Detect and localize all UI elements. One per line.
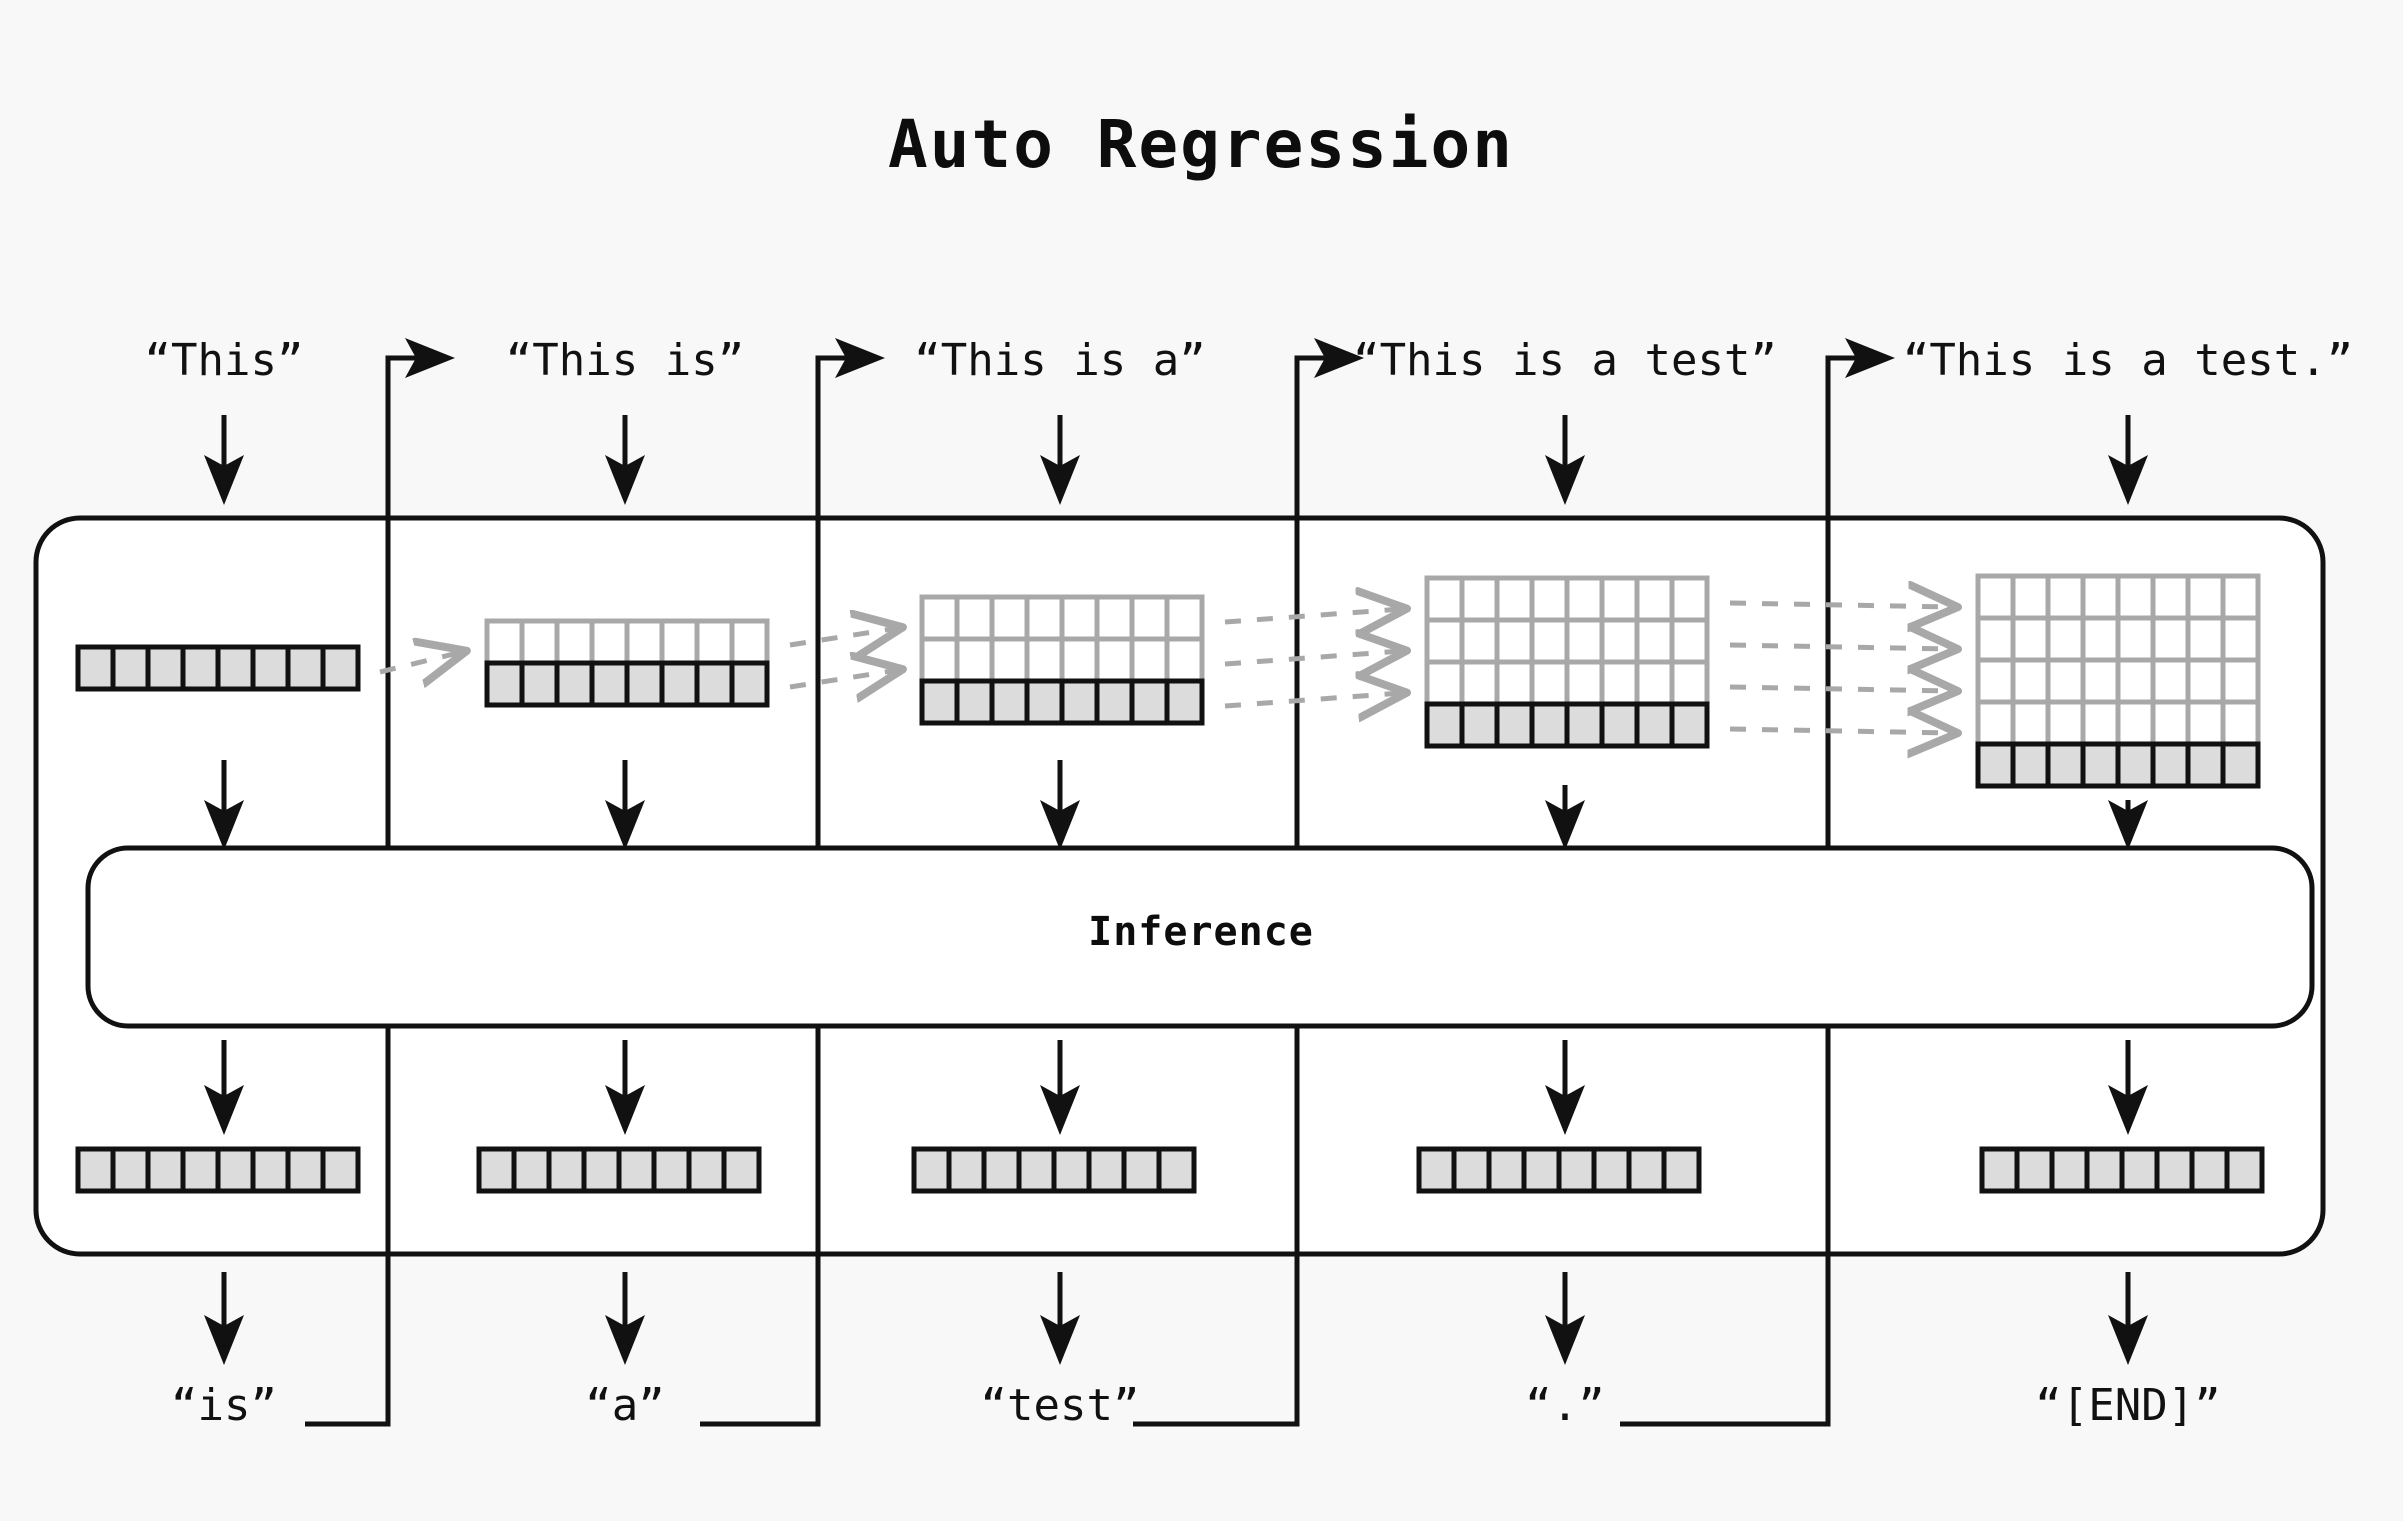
output-row-step-1 [75, 1146, 361, 1194]
carry-arrow-4-3 [1729, 687, 1953, 691]
kv-cache-carry-arrows [379, 603, 1953, 733]
carry-arrow-4-1 [1729, 603, 1953, 607]
from-inference-arrows [204, 1040, 2148, 1135]
column-separators [385, 518, 1831, 1254]
output-label-step-4: “.” [1525, 1380, 1604, 1431]
token-matrix-step-3 [919, 594, 1205, 726]
output-label-step-3: “test” [981, 1380, 1140, 1431]
output-label-step-1: “is” [171, 1380, 277, 1431]
token-matrix-step-1 [75, 644, 361, 692]
carry-arrow-4-4 [1729, 729, 1953, 733]
output-row-step-5 [1979, 1146, 2265, 1194]
input-label-step-4: “This is a test” [1353, 335, 1777, 386]
input-label-step-5: “This is a test.” [1903, 335, 2353, 386]
to-output-label-arrows [204, 1272, 2148, 1365]
carry-arrow-4-2 [1729, 645, 1953, 649]
output-label-step-2: “a” [585, 1380, 664, 1431]
output-label-step-5: “[END]” [2035, 1380, 2220, 1431]
input-sequence-labels: “This” “This is” “This is a” “This is a … [145, 335, 2354, 386]
token-matrix-step-4 [1424, 575, 1710, 749]
output-row-step-2 [476, 1146, 762, 1194]
to-inference-arrows [204, 760, 2148, 850]
input-down-arrows [204, 415, 2148, 505]
inference-box-label: Inference [1088, 909, 1314, 955]
input-label-step-2: “This is” [506, 335, 744, 386]
output-row-step-3 [911, 1146, 1197, 1194]
carry-arrow-1-1 [379, 652, 462, 672]
token-matrix-step-2 [484, 618, 770, 708]
inference-box[interactable] [85, 845, 2315, 1029]
input-label-step-3: “This is a” [914, 335, 1205, 386]
token-matrix-step-5 [1975, 573, 2261, 789]
output-token-labels: “is” “a” “test” “.” “[END]” [171, 1380, 2221, 1431]
input-label-step-1: “This” [145, 335, 304, 386]
output-row-step-4 [1416, 1146, 1702, 1194]
page-title: Auto Regression [888, 106, 1514, 183]
